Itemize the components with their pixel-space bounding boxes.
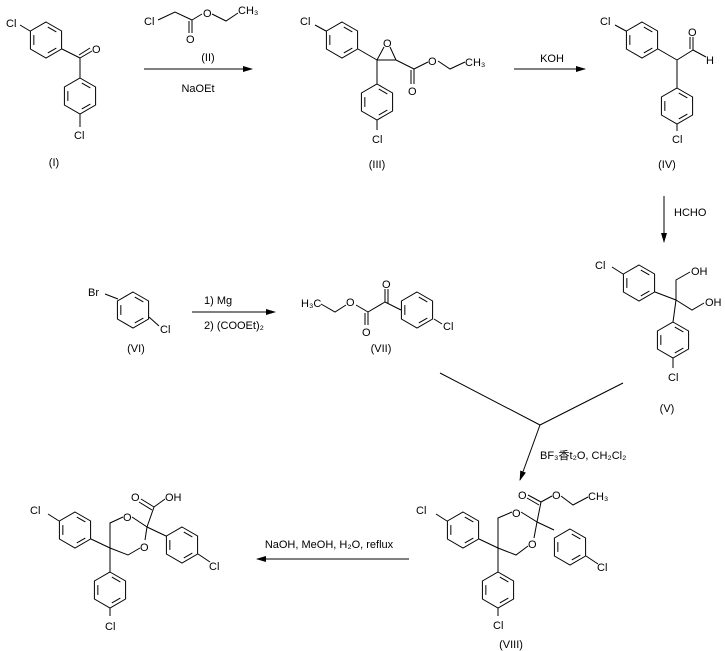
compound-label-VI: (VI) [127, 343, 145, 355]
compound-label-III: (III) [369, 159, 386, 171]
atom-o: O [92, 44, 101, 56]
atom-h3c: H₃C [301, 298, 321, 310]
atom-ch3: CH₃ [465, 57, 485, 69]
compound-I: Cl O Cl (I) [6, 18, 101, 169]
compound-label-II: (II) [201, 52, 214, 64]
reagent-bf3: BF₃香t₂O, CH₂Cl₂ [540, 449, 626, 462]
compound-label-IV: (IV) [658, 159, 676, 171]
atom-cl: Cl [372, 134, 382, 146]
atom-o: O [203, 8, 212, 20]
reagent-mg: 1) Mg [204, 295, 232, 307]
atom-oh: OH [691, 266, 708, 278]
reagent-diethyl-oxalate: 2) (COOEt)₂ [204, 320, 264, 332]
atom-o: O [512, 508, 521, 520]
atom-ch3: CH₃ [588, 491, 608, 503]
compound-II: Cl O O CH₃ (II) [144, 5, 258, 64]
benzene-ring [29, 21, 63, 59]
atom-cl: Cl [416, 505, 426, 517]
benzene-ring [446, 511, 480, 549]
reagent-hcho: HCHO [674, 207, 707, 219]
atom-cl: Cl [6, 18, 16, 30]
compound-label-V: (V) [660, 403, 675, 415]
benzene-ring [625, 21, 659, 59]
atom-o: O [528, 539, 537, 551]
benzene-ring [93, 571, 127, 609]
atom-o: O [346, 297, 355, 309]
compound-IV: Cl O H Cl (IV) [600, 16, 714, 171]
atom-o: O [382, 279, 391, 291]
compound-label-VIII: (VIII) [499, 639, 523, 651]
atom-cl: Cl [30, 505, 40, 517]
atom-oh: OH [165, 492, 182, 504]
compound-VIII: Cl O O O O CH₃ Cl Cl (VIII) [416, 490, 608, 651]
benzene-ring [360, 83, 394, 121]
compound-VII: H₃C O O O Cl (VII) [301, 279, 453, 355]
benzene-ring [58, 511, 92, 549]
atom-o: O [552, 490, 561, 502]
atom-h: H [706, 55, 714, 67]
compound-label-I: (I) [49, 157, 59, 169]
atom-cl: Cl [144, 16, 154, 28]
benzene-ring [481, 571, 515, 609]
atom-oh: OH [705, 297, 722, 309]
atom-ch3: CH₃ [238, 5, 258, 17]
compound-V: Cl OH OH Cl (V) [595, 260, 722, 415]
benzene-ring [553, 528, 587, 566]
benzene-ring [660, 87, 694, 125]
atom-br: Br [88, 287, 99, 299]
atom-cl: Cl [74, 130, 84, 142]
benzene-ring [656, 321, 690, 359]
compound-VI: Br Cl (VI) [88, 287, 170, 355]
compound-III: Cl O O O CH₃ Cl (III) [300, 16, 485, 171]
atom-o: O [123, 512, 132, 524]
reagent-koh: KOH [540, 53, 564, 65]
atom-cl: Cl [672, 134, 682, 146]
atom-cl: Cl [597, 562, 607, 574]
atom-o: O [362, 327, 371, 339]
atom-cl: Cl [300, 16, 310, 28]
compound-product: Cl O OH O O Cl Cl [30, 492, 219, 633]
atom-cl: Cl [595, 260, 605, 272]
atom-o: O [688, 27, 697, 39]
atom-cl: Cl [600, 16, 610, 28]
benzene-ring [165, 526, 199, 564]
atom-cl: Cl [493, 620, 503, 632]
atom-cl: Cl [443, 321, 453, 333]
atom-o: O [383, 38, 392, 50]
atom-o: O [518, 490, 527, 502]
compound-label-VII: (VII) [371, 343, 392, 355]
atom-cl: Cl [209, 561, 219, 573]
benzene-ring [325, 21, 359, 59]
benzene-ring [63, 77, 97, 115]
atom-o: O [140, 542, 149, 554]
benzene-ring [400, 291, 434, 329]
atom-o: O [131, 492, 140, 504]
reagent-naoh: NaOH, MeOH, H₂O, reflux [265, 539, 394, 551]
atom-cl: Cl [105, 621, 115, 633]
atom-cl: Cl [160, 324, 170, 336]
benzene-ring [622, 264, 656, 302]
atom-o: O [428, 56, 437, 68]
benzene-ring [116, 291, 150, 329]
atom-cl: Cl [668, 372, 678, 384]
reagent-naoet: NaOEt [181, 83, 214, 95]
convergent-arrow [439, 372, 624, 481]
atom-o: O [408, 86, 417, 98]
atom-o: O [186, 34, 195, 46]
